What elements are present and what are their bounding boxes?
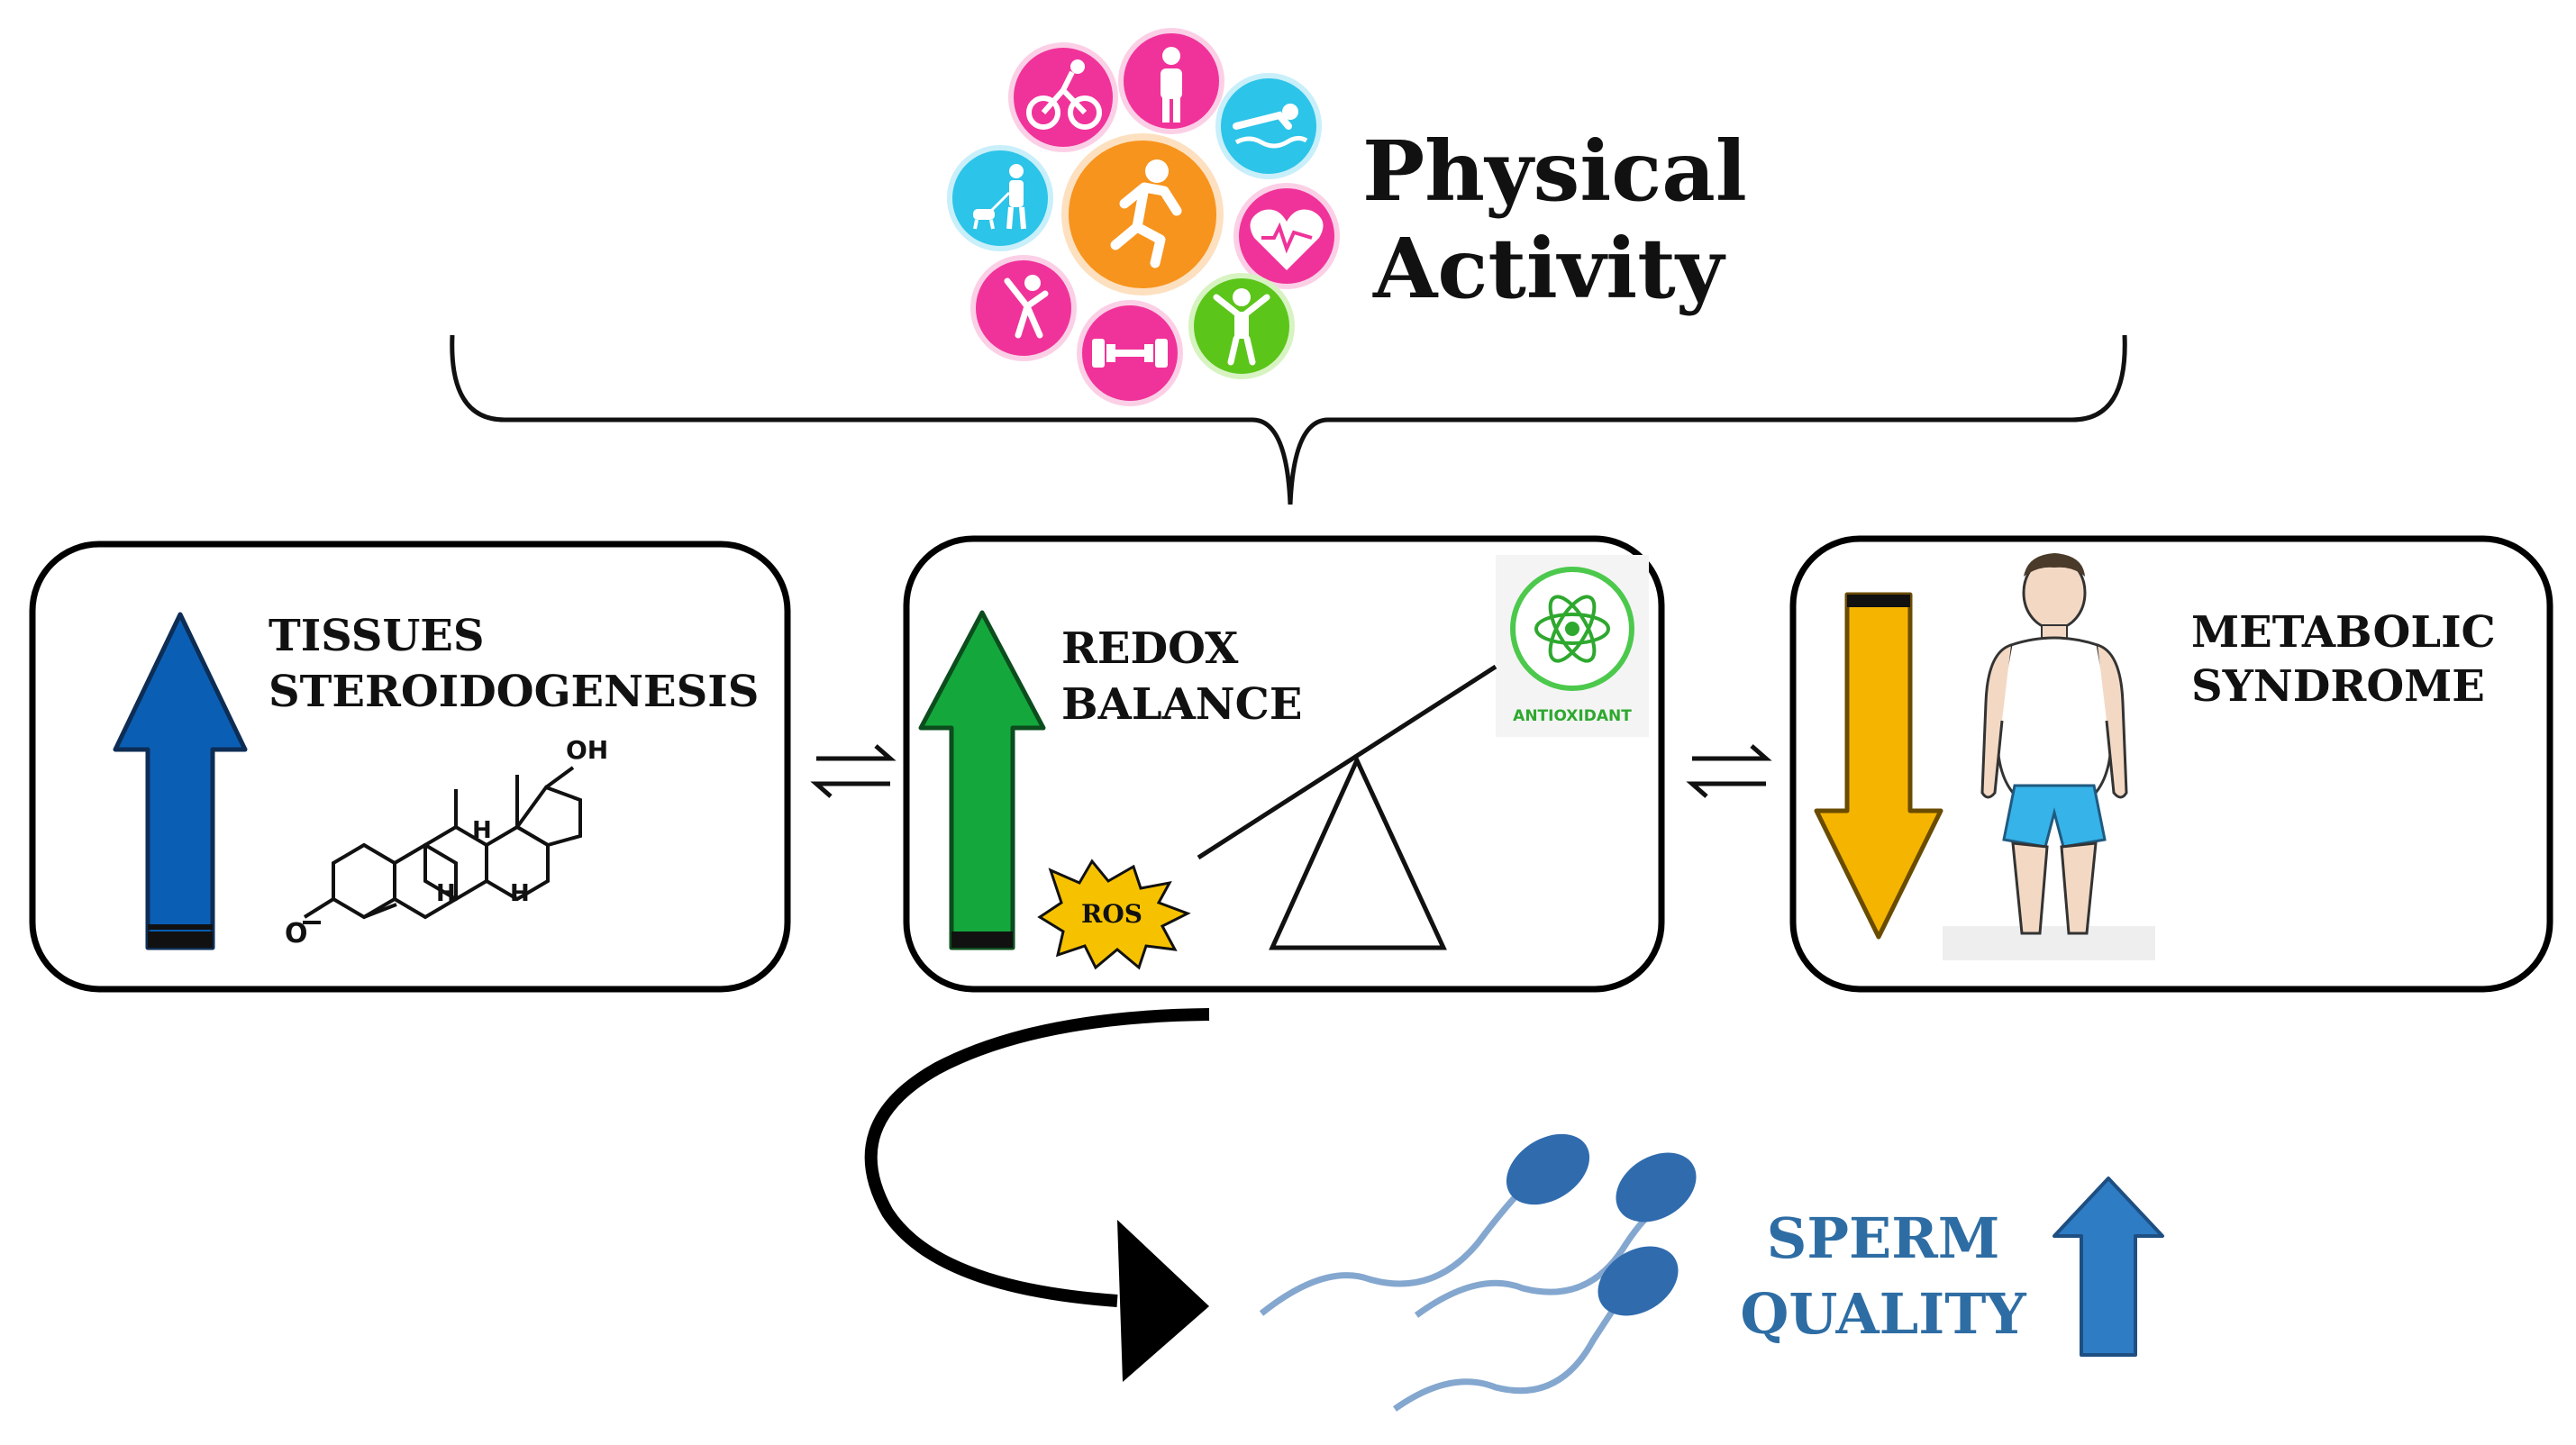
cycling-icon xyxy=(1008,42,1118,152)
standing-person-icon xyxy=(1118,28,1224,134)
curved-flow-arrow xyxy=(864,1008,1210,1307)
metabolic-label-2: SYNDROME xyxy=(2191,661,2485,712)
antioxidant-icon xyxy=(1496,555,1649,737)
grouping-brace xyxy=(450,334,2127,505)
steroidogenesis-box xyxy=(29,541,791,993)
metabolic-label-1: METABOLIC xyxy=(2191,607,2496,658)
sperm-quality-label-1: SPERM xyxy=(1767,1205,2000,1271)
steroid-molecule xyxy=(303,766,582,924)
running-icon xyxy=(1061,133,1224,295)
sperm-quality-up-arrow xyxy=(2053,1177,2164,1357)
physical-activity-icon-cluster xyxy=(947,28,1340,406)
swimming-icon xyxy=(1215,73,1322,179)
metabolic-syndrome-box xyxy=(1789,535,2553,993)
sperm-cells-illustration xyxy=(1259,1133,1697,1412)
steroidogenesis-label-1: TISSUES xyxy=(269,611,485,661)
molecule-o-label: O xyxy=(285,918,308,950)
molecule-oh-label: OH xyxy=(566,735,608,765)
seesaw-beam xyxy=(1197,664,1497,860)
redox-label-1: REDOX xyxy=(1061,623,1239,674)
dumbbell-icon xyxy=(1077,300,1183,406)
stretching-icon xyxy=(970,255,1077,361)
metabolic-down-arrow xyxy=(1814,592,1943,940)
equilibrium-arrows-left xyxy=(810,744,897,798)
ros-burst-icon xyxy=(1037,859,1191,970)
antioxidant-label: ANTIOXIDANT xyxy=(1513,707,1632,725)
title-line-2: Activity xyxy=(1372,220,1726,317)
molecule-h-label-1: H xyxy=(472,817,492,844)
jumping-person-icon xyxy=(1188,273,1295,379)
equilibrium-arrows-right xyxy=(1686,744,1772,798)
sperm-quality-label-2: QUALITY xyxy=(1740,1281,2026,1347)
seesaw-fulcrum xyxy=(1269,754,1447,950)
steroidogenesis-label-2: STEROIDOGENESIS xyxy=(269,667,759,717)
molecule-h-label-2: H xyxy=(436,880,456,907)
molecule-h-label-3: H xyxy=(510,880,530,907)
dog-walking-icon xyxy=(947,145,1053,251)
overweight-man-illustration xyxy=(1943,553,2155,960)
curved-flow-arrowhead xyxy=(1117,1220,1209,1382)
redox-up-arrow xyxy=(918,610,1046,950)
redox-label-2: BALANCE xyxy=(1061,679,1302,730)
steroidogenesis-up-arrow xyxy=(113,612,248,950)
title-line-1: Physical xyxy=(1362,123,1747,220)
heart-rate-icon xyxy=(1233,183,1340,289)
ros-label: ROS xyxy=(1081,899,1142,929)
